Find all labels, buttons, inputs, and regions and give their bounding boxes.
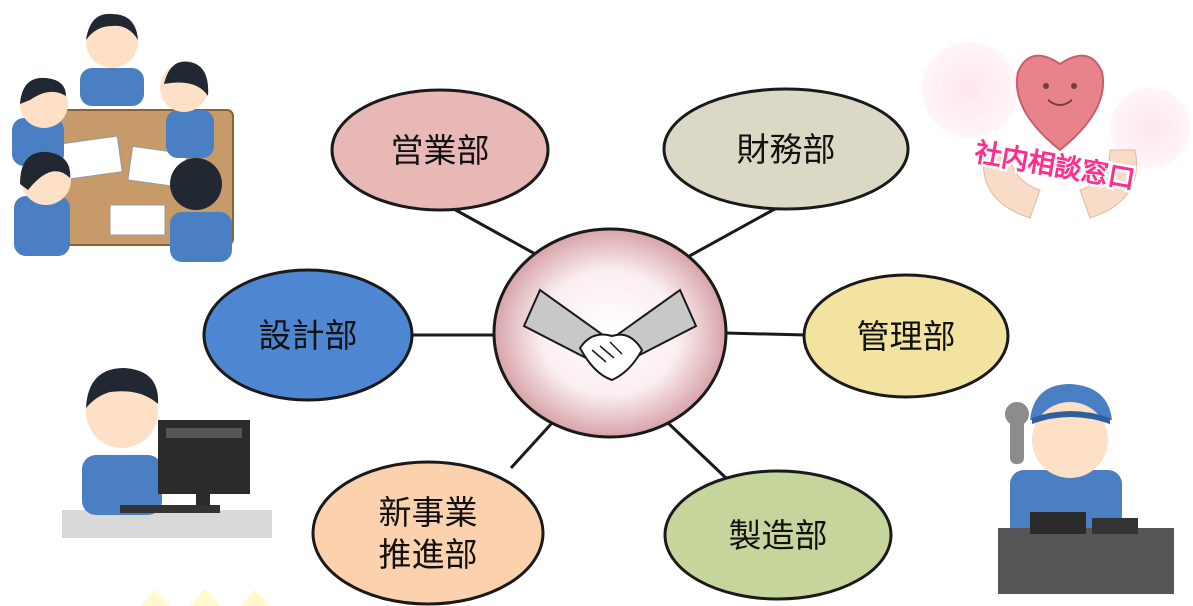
connector-mfg — [665, 420, 728, 480]
node-mfg-label: 製造部 — [729, 516, 828, 555]
node-newbiz-label: 推進部 — [379, 535, 478, 574]
node-design: 設計部 — [202, 268, 414, 402]
node-admin-shape — [802, 273, 1010, 399]
node-design-label: 設計部 — [259, 316, 358, 355]
handshake-icon — [522, 288, 698, 382]
node-mfg-shape — [663, 469, 893, 601]
node-finance: 財務部 — [662, 87, 910, 211]
node-newbiz-label: 新事業 — [379, 493, 478, 532]
connector-newbiz — [509, 421, 554, 470]
node-admin: 管理部 — [802, 273, 1010, 399]
center-hub — [492, 227, 728, 439]
node-admin-label: 管理部 — [857, 317, 956, 356]
connector-finance — [683, 203, 783, 261]
node-mfg: 製造部 — [663, 469, 893, 601]
decorative-stars — [140, 588, 270, 606]
node-sales-shape — [330, 88, 550, 212]
connectors — [412, 203, 807, 480]
node-sales: 営業部 — [330, 88, 550, 212]
computer-worker-icon — [62, 368, 272, 538]
node-newbiz-shape — [311, 460, 545, 606]
node-finance-label: 財務部 — [737, 130, 836, 169]
node-finance-shape — [662, 87, 910, 211]
connector-sales — [451, 206, 538, 257]
heart-hands-icon — [922, 42, 1190, 219]
node-design-shape — [202, 268, 414, 402]
factory-worker-icon — [998, 384, 1174, 594]
meeting-people-icon — [12, 13, 234, 262]
connector-admin — [724, 331, 807, 337]
node-sales-label: 営業部 — [391, 131, 490, 170]
